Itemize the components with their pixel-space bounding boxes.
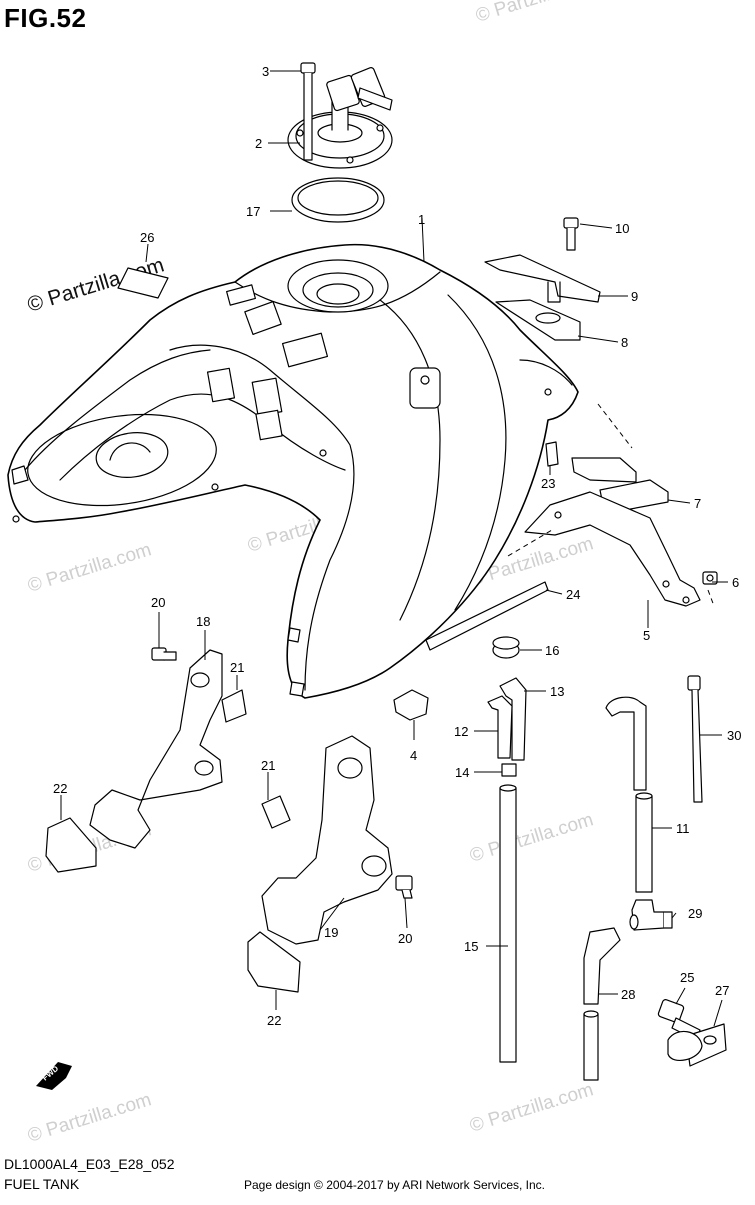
plate-8-part: [495, 299, 581, 341]
callout-15: 15: [464, 939, 478, 954]
ring-27-part: [667, 1023, 727, 1067]
pad-22b-part: [247, 931, 301, 993]
callout-22-left: 22: [53, 781, 67, 796]
callout-23: 23: [541, 476, 555, 491]
callout-4: 4: [410, 748, 417, 763]
callout-28: 28: [621, 987, 635, 1002]
callout-17: 17: [246, 204, 260, 219]
hose-12-part: [487, 695, 513, 759]
watermark: © Partzilla.com: [473, 0, 602, 27]
clip-21b-part: [261, 795, 291, 829]
clamp-4-part: [393, 689, 429, 721]
watermark: © Partzilla.com: [467, 1079, 596, 1137]
diagram-code: DL1000AL4_E03_E28_052: [4, 1156, 175, 1172]
diagram-name: FUEL TANK: [4, 1176, 80, 1192]
callout-3: 3: [262, 64, 269, 79]
callout-7: 7: [694, 496, 701, 511]
callout-20-right: 20: [398, 931, 412, 946]
callout-14: 14: [455, 765, 469, 780]
clip-23-part: [545, 441, 559, 467]
cushion-7-part: [571, 457, 669, 511]
bolt-3-part: [300, 62, 316, 161]
callout-21-right: 21: [261, 758, 275, 773]
callout-1: 1: [418, 212, 425, 227]
screw-20-part: [151, 647, 177, 661]
pad-22-part: [45, 817, 97, 873]
callout-20-left: 20: [151, 595, 165, 610]
cable-tie-30-part: [687, 675, 703, 803]
callout-18: 18: [196, 614, 210, 629]
callout-2: 2: [255, 136, 262, 151]
bracket-5-part: [524, 491, 701, 607]
hose-11-part: [635, 795, 653, 893]
fuel-cap-part: [287, 67, 393, 169]
callout-26: 26: [140, 230, 154, 245]
callout-22-right: 22: [267, 1013, 281, 1028]
watermark: © Partzilla.com: [467, 809, 596, 867]
cap-16-part: [492, 636, 520, 659]
callout-9: 9: [631, 289, 638, 304]
callout-27: 27: [715, 983, 729, 998]
bolt-10-part: [563, 217, 579, 251]
callout-21-left: 21: [230, 660, 244, 675]
tee-joint-29-part: [629, 899, 673, 931]
hose-28-part: [583, 927, 621, 1005]
hose-upper-11-part: [605, 696, 647, 791]
callout-13: 13: [550, 684, 564, 699]
hose-13-part: [499, 677, 527, 761]
callout-8: 8: [621, 335, 628, 350]
callout-29: 29: [688, 906, 702, 921]
hose-lower-28-part: [583, 1013, 599, 1081]
pad-26-part: [117, 267, 169, 299]
callout-6: 6: [732, 575, 739, 590]
callout-labels: 1 2 3 4 5 6 7 8 9 10 11 12 13 14 15 16 1…: [53, 64, 741, 1028]
bracket-19-part: [261, 735, 393, 945]
fwd-arrow-icon: FWD: [36, 1062, 72, 1090]
joint-14-part: [501, 763, 517, 777]
gasket-ring-part: [291, 177, 385, 223]
figure-title: FIG.52: [4, 3, 87, 33]
callout-11: 11: [676, 821, 690, 836]
callout-16: 16: [545, 643, 559, 658]
callout-5: 5: [643, 628, 650, 643]
copyright-notice: Page design © 2004-2017 by ARI Network S…: [244, 1178, 546, 1192]
screw-20b-part: [395, 875, 413, 899]
fuel-tank-part: [7, 243, 579, 699]
watermark: © Partzilla.com: [25, 539, 154, 597]
hose-15-part: [499, 787, 517, 1063]
callout-24: 24: [566, 587, 580, 602]
clip-21-part: [221, 689, 247, 723]
watermark: © Partzilla.com: [25, 1089, 154, 1147]
bracket-9-part: [484, 254, 601, 303]
leader-lines: [60, 70, 728, 1027]
callout-19: 19: [324, 925, 338, 940]
callout-12: 12: [454, 724, 468, 739]
callout-30: 30: [727, 728, 741, 743]
bolt-6-part: [702, 571, 718, 585]
callout-25: 25: [680, 970, 694, 985]
bracket-18-part: [89, 649, 223, 849]
callout-10: 10: [615, 221, 629, 236]
